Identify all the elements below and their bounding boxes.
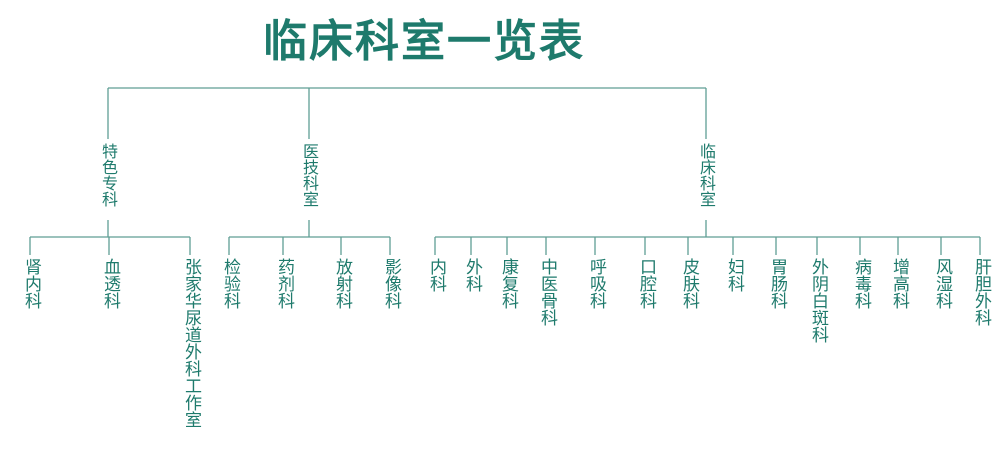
department-medtech-1: 药剂科 <box>274 258 294 309</box>
department-special-2: 张家华尿道外科工作室 <box>181 258 201 428</box>
category-clinical: 临床科室 <box>697 143 716 207</box>
department-clinical-8: 胃肠科 <box>767 258 787 309</box>
department-clinical-9: 外阴白斑科 <box>808 258 828 343</box>
department-clinical-1: 外科 <box>462 258 482 292</box>
department-clinical-3: 中医骨科 <box>537 258 557 326</box>
department-clinical-0: 内科 <box>426 258 446 292</box>
category-special: 特色专科 <box>99 143 118 207</box>
department-clinical-11: 增高科 <box>889 258 909 309</box>
category-medtech: 医技科室 <box>300 143 319 207</box>
department-medtech-0: 检验科 <box>220 258 240 309</box>
department-clinical-2: 康复科 <box>498 258 518 309</box>
department-clinical-7: 妇科 <box>724 258 744 292</box>
department-clinical-13: 肝胆外科 <box>971 258 991 326</box>
page-title: 临床科室一览表 <box>263 16 585 67</box>
department-special-0: 肾内科 <box>21 258 41 309</box>
department-clinical-5: 口腔科 <box>636 258 656 309</box>
department-clinical-10: 病毒科 <box>851 258 871 309</box>
department-clinical-12: 风湿科 <box>932 258 952 309</box>
department-clinical-6: 皮肤科 <box>679 258 699 309</box>
department-medtech-3: 影像科 <box>381 258 401 309</box>
department-special-1: 血透科 <box>100 258 120 309</box>
department-medtech-2: 放射科 <box>332 258 352 309</box>
department-clinical-4: 呼吸科 <box>586 258 606 309</box>
